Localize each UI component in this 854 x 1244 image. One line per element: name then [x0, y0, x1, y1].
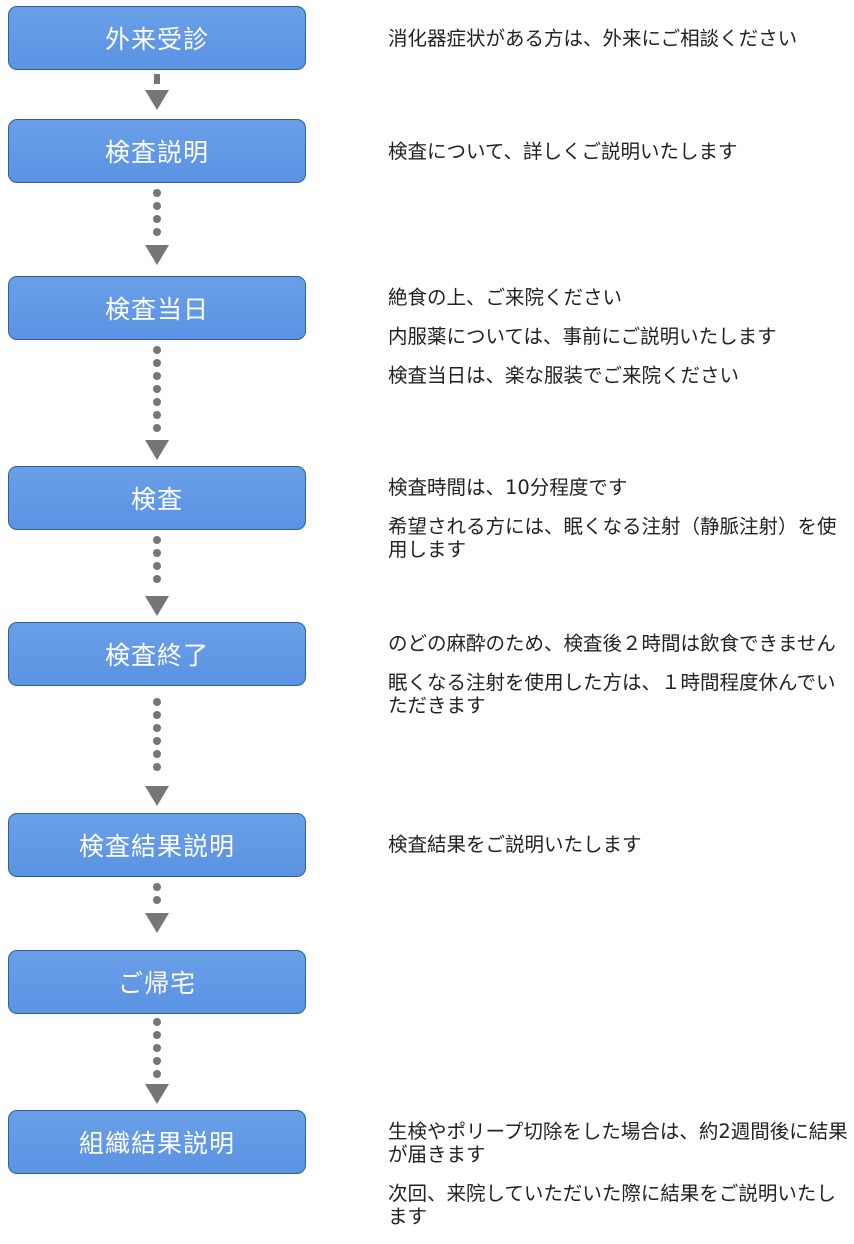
step-8-notes: 生検やポリープ切除をした場合は、約2週間後に結果が届きます 次回、来院していただ…: [388, 1120, 850, 1244]
arrowhead-icon: [145, 596, 169, 616]
note-text: 生検やポリープ切除をした場合は、約2週間後に結果が届きます: [388, 1120, 848, 1166]
arrowhead-icon: [145, 786, 169, 806]
note-text: 消化器症状がある方は、外来にご相談ください: [388, 27, 798, 50]
step-kensa-tojitsu: 検査当日: [8, 276, 306, 340]
arrowhead-icon: [145, 245, 169, 265]
connector-arrow-6: [142, 877, 172, 950]
step-kensa: 検査: [8, 466, 306, 530]
note-text: 内服薬については、事前にご説明いたします: [388, 325, 777, 348]
note-text: 検査結果をご説明いたします: [388, 833, 642, 856]
step-2-notes: 検査について、詳しくご説明いたします: [388, 140, 850, 179]
note-text: 希望される方には、眠くなる注射（静脈注射）を使用します: [388, 515, 837, 561]
step-kensa-shuryo: 検査終了: [8, 622, 306, 686]
step-4-notes: 検査時間は、10分程度です 希望される方には、眠くなる注射（静脈注射）を使用しま…: [388, 476, 850, 577]
arrowhead-icon: [145, 440, 169, 460]
note-text: 検査時間は、10分程度です: [388, 476, 628, 499]
step-3-notes: 絶食の上、ご来院ください 内服薬については、事前にご説明いたします 検査当日は、…: [388, 286, 850, 403]
step-soshiki-kekka-setsumei: 組織結果説明: [8, 1110, 306, 1174]
step-gairai-jushin: 外来受診: [8, 6, 306, 70]
step-gokitaku: ご帰宅: [8, 950, 306, 1014]
connector-arrow-5: [142, 686, 172, 813]
arrowhead-icon: [145, 90, 169, 110]
note-text: のどの麻酔のため、検査後２時間は飲食できません: [388, 632, 836, 655]
arrowhead-icon: [145, 913, 169, 933]
connector-arrow-3: [142, 340, 172, 466]
connector-arrow-7: [142, 1014, 172, 1110]
note-text: 絶食の上、ご来院ください: [388, 286, 623, 309]
connector-arrow-4: [142, 530, 172, 622]
note-text: 眠くなる注射を使用した方は、１時間程度休んでいただきます: [388, 671, 836, 717]
note-text: 検査について、詳しくご説明いたします: [388, 140, 738, 163]
note-text: 次回、来院していただいた際に結果をご説明いたします: [388, 1182, 836, 1228]
connector-arrow-1: [142, 70, 172, 119]
step-kensa-setsumei: 検査説明: [8, 119, 306, 183]
step-5-notes: のどの麻酔のため、検査後２時間は飲食できません 眠くなる注射を使用した方は、１時…: [388, 632, 850, 733]
step-kensa-kekka-setsumei: 検査結果説明: [8, 813, 306, 877]
arrowhead-icon: [145, 1084, 169, 1104]
note-text: 検査当日は、楽な服装でご来院ください: [388, 364, 740, 387]
step-1-notes: 消化器症状がある方は、外来にご相談ください: [388, 27, 850, 66]
connector-arrow-2: [142, 183, 172, 276]
step-6-notes: 検査結果をご説明いたします: [388, 833, 850, 872]
